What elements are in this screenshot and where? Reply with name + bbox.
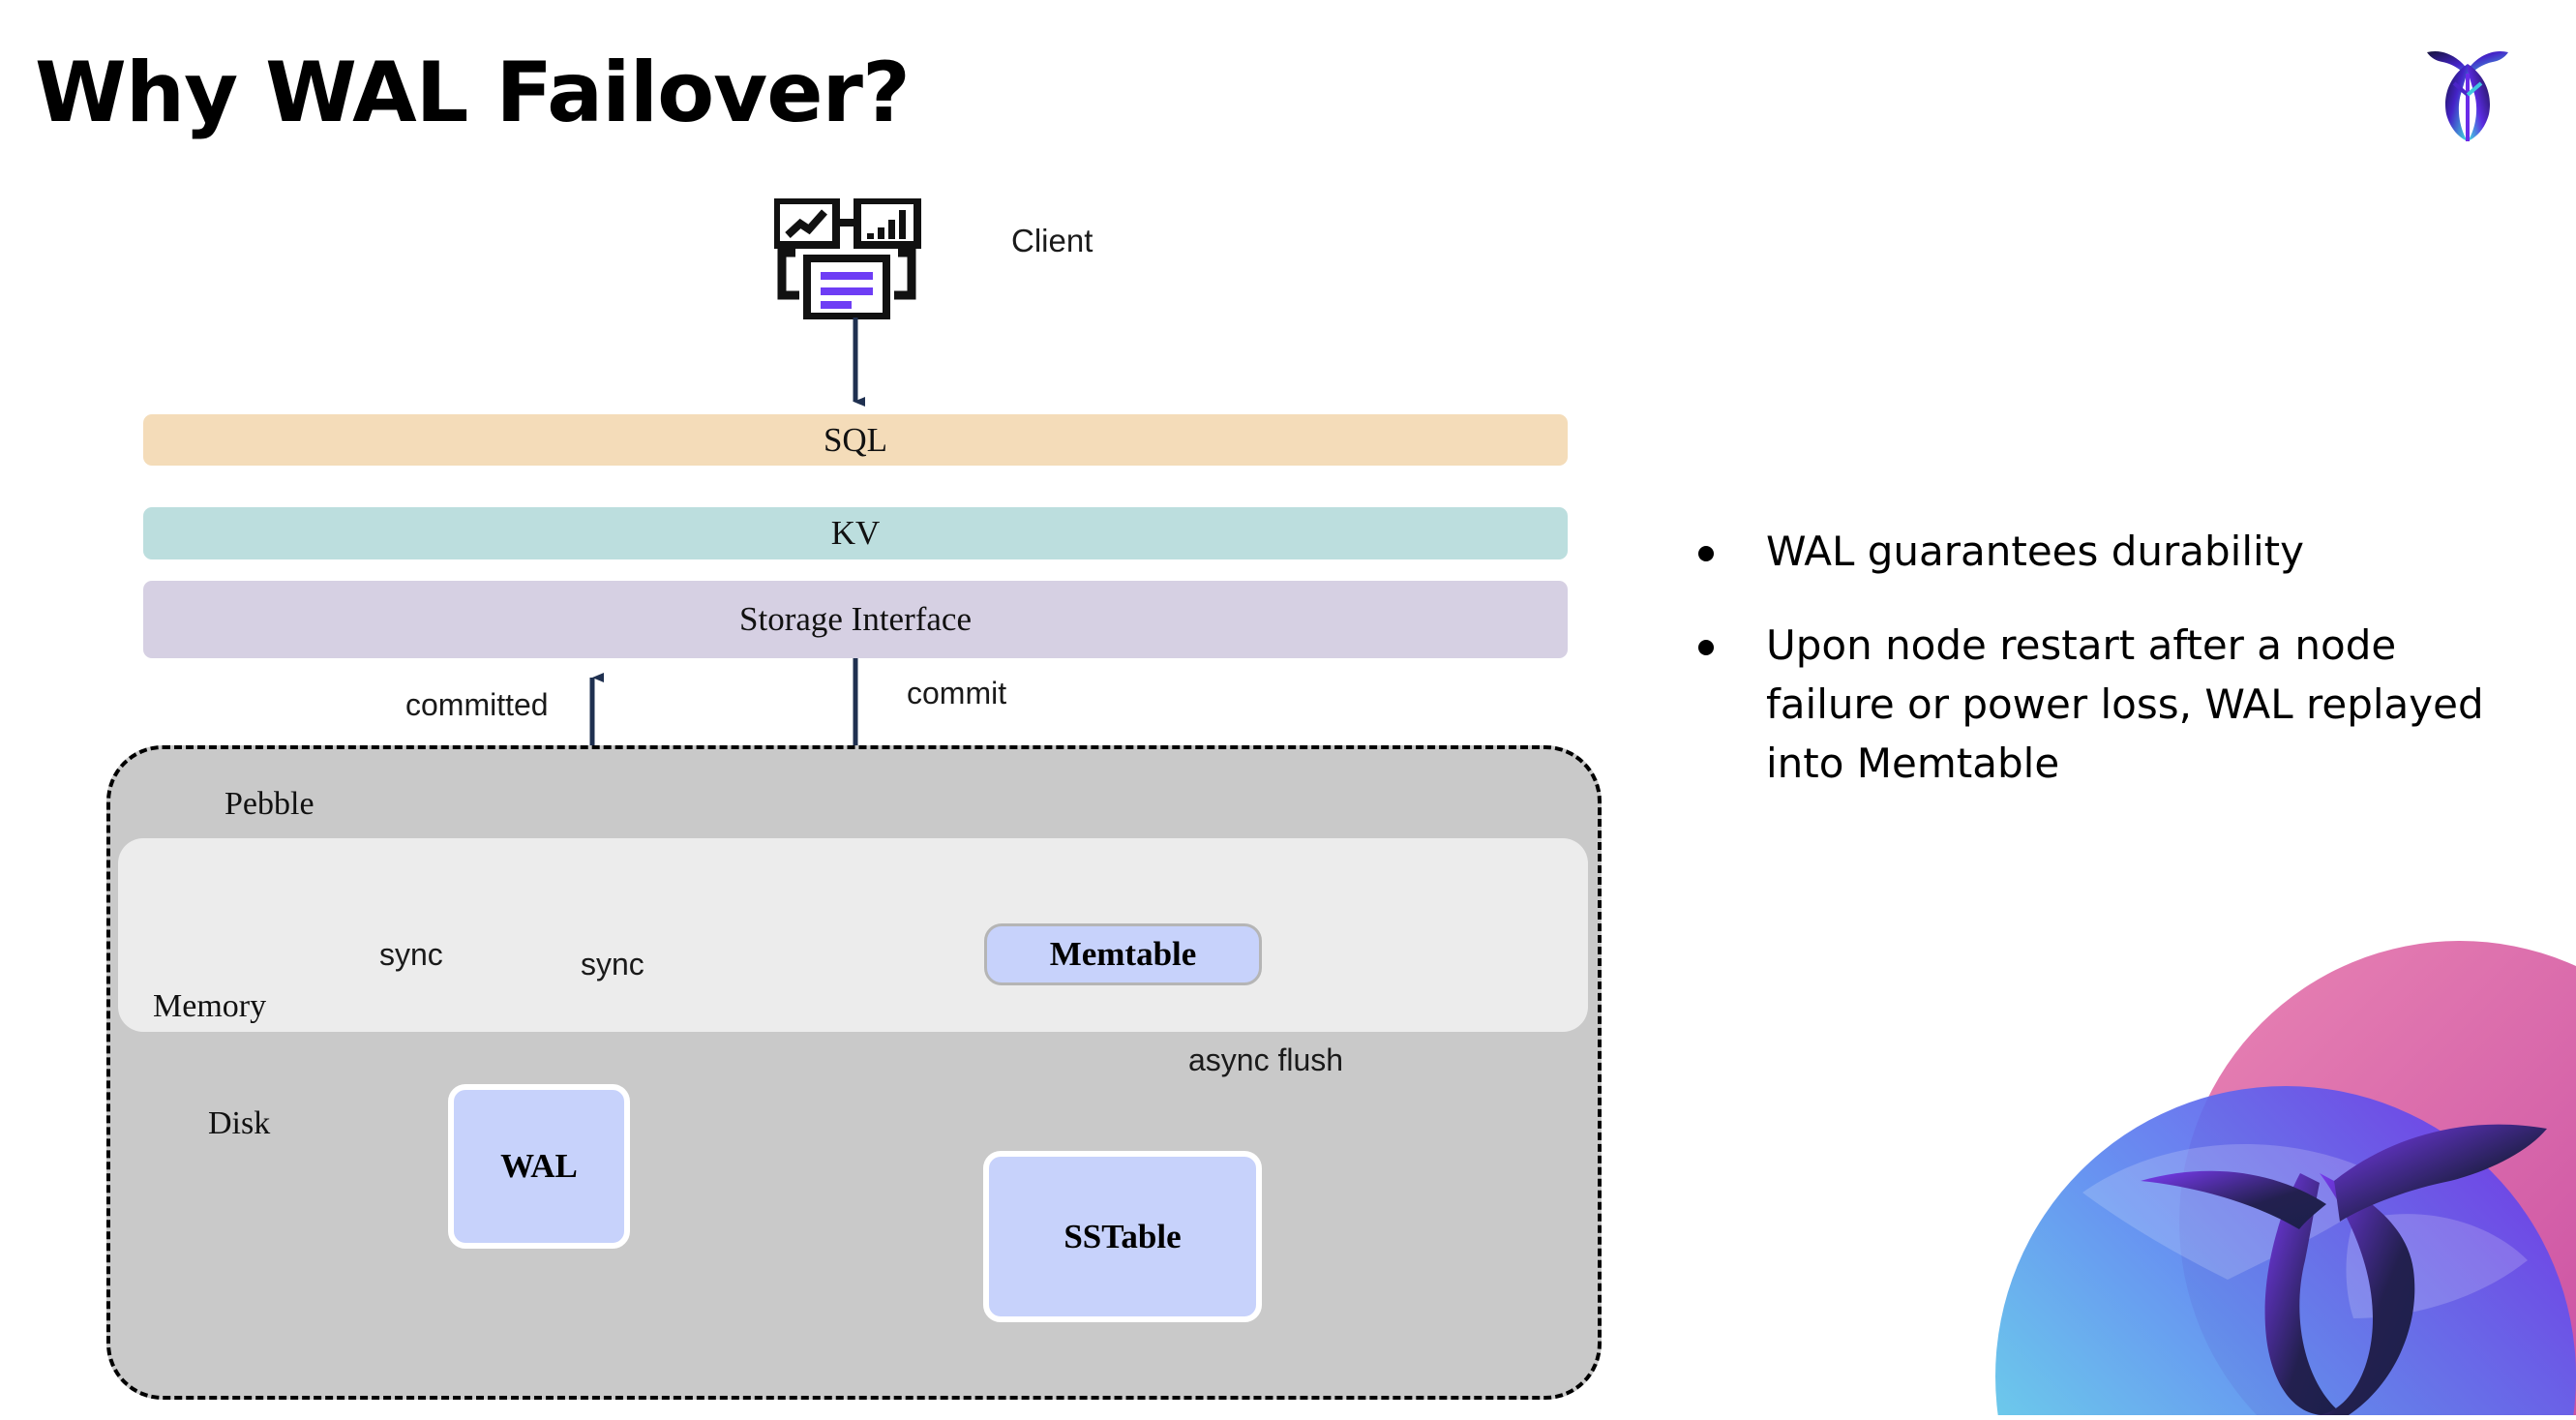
bullet-text: Upon node restart after a node failure o… (1766, 620, 2484, 787)
memory-label: Memory (153, 988, 267, 1024)
client-dashboard-icon (772, 196, 929, 320)
list-item: Upon node restart after a node failure o… (1698, 617, 2531, 794)
node-wal-label: WAL (500, 1147, 578, 1185)
node-memtable: Memtable (984, 923, 1262, 985)
architecture-diagram: Client SQL KV Storage Interface P (106, 196, 1602, 1400)
layer-bar-storage-interface-label: Storage Interface (739, 600, 972, 638)
layer-bar-sql: SQL (143, 414, 1568, 466)
client-label: Client (1011, 223, 1093, 258)
page-title: Why WAL Failover? (35, 45, 911, 141)
layer-bar-storage-interface: Storage Interface (143, 581, 1568, 658)
bullet-dot-icon (1698, 639, 1714, 655)
node-sstable: SSTable (983, 1151, 1262, 1322)
edge-label-commit: commit (907, 676, 1007, 710)
node-sstable-label: SSTable (1063, 1217, 1182, 1255)
layer-bar-kv: KV (143, 507, 1568, 559)
edge-label-committed: committed (405, 687, 549, 722)
bullet-dot-icon (1698, 546, 1714, 561)
edge-label-sync-1: sync (379, 937, 443, 972)
disk-label: Disk (208, 1105, 271, 1141)
cockroach-gradient-art-icon (1966, 931, 2576, 1415)
bullet-text: WAL guarantees durability (1766, 528, 2305, 575)
layer-bar-kv-label: KV (830, 514, 881, 552)
memory-region (118, 838, 1588, 1032)
edge-label-sync-2: sync (581, 947, 644, 982)
node-wal: WAL (448, 1084, 630, 1249)
list-item: WAL guarantees durability (1698, 523, 2531, 582)
cockroach-logo-icon (2417, 35, 2518, 143)
pebble-label: Pebble (225, 786, 315, 822)
edge-label-async-flush: async flush (1188, 1042, 1344, 1077)
layer-bar-sql-label: SQL (823, 420, 888, 459)
node-memtable-label: Memtable (1049, 935, 1197, 973)
bullet-list: WAL guarantees durability Upon node rest… (1698, 523, 2531, 829)
